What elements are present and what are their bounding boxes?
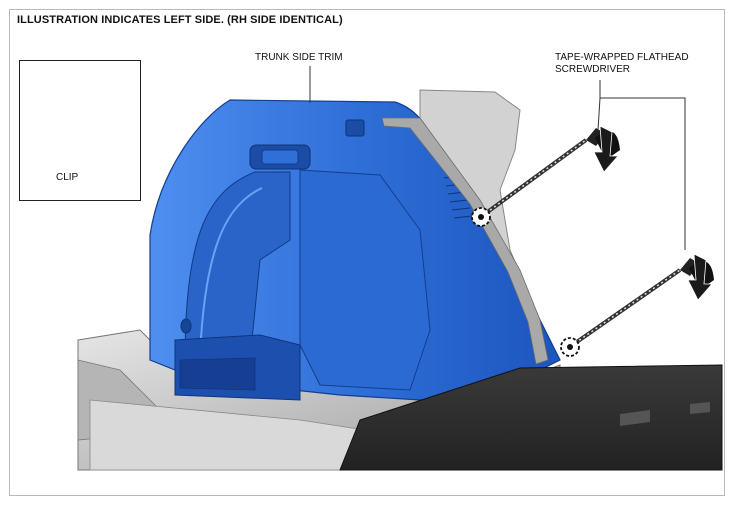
screwdriver-lower [569,258,714,348]
page-title: ILLUSTRATION INDICATES LEFT SIDE. (RH SI… [17,14,343,26]
screwdriver-label: TAPE-WRAPPED FLATHEAD SCREWDRIVER [555,52,689,76]
clip-marker-upper [471,207,491,227]
trunk-floor [339,364,723,471]
leader-lines [309,66,686,250]
trunk-side-trim [149,99,561,401]
push-arrow-lower-icon [687,253,713,301]
seat-belt [381,117,549,365]
clip-legend-label: CLIP [56,172,79,183]
screwdriver-label-line2: SCREWDRIVER [555,64,631,75]
clip-marker-lower [560,337,580,357]
clip-detail-inset [19,60,141,201]
trunk-side-trim-label: TRUNK SIDE TRIM [255,52,343,63]
push-arrow-upper-icon [593,125,619,173]
screwdriver-label-line1: TAPE-WRAPPED FLATHEAD [555,52,689,63]
